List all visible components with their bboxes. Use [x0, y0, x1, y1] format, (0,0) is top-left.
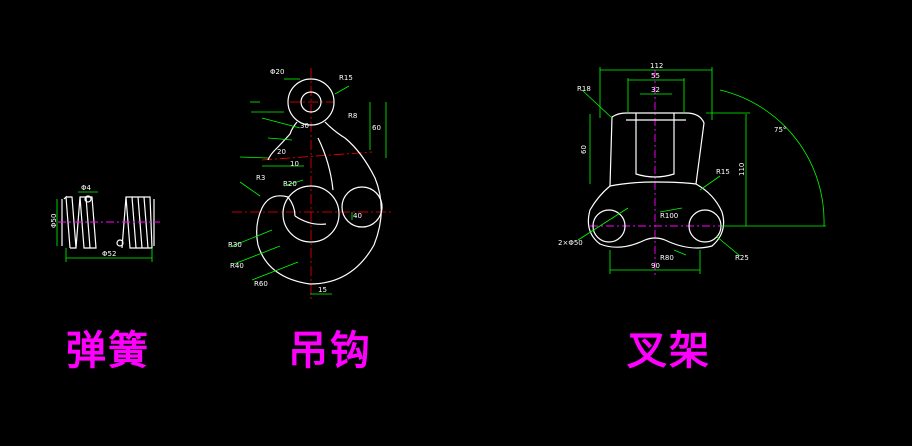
- hook-dim-4: 20: [277, 148, 286, 156]
- hook-dim-0: Φ20: [270, 68, 284, 76]
- fork-dim-90: 90: [651, 262, 660, 270]
- fork-dim-112: 112: [650, 62, 663, 70]
- fork-dim-r18: R18: [577, 85, 591, 93]
- hook-dim-7: R20: [283, 180, 297, 188]
- hook-dimensions: Φ20 R15 30 R8 20 10 R3 R20 R30 R40 R60 6…: [228, 68, 387, 295]
- spring-dim-bottom: Φ52: [102, 250, 116, 258]
- hook-dim-3: R8: [348, 112, 357, 120]
- fork-dim-60: 60: [580, 145, 588, 154]
- spring-caption: 弹簧: [66, 328, 150, 374]
- hook-dim-5: 10: [290, 160, 299, 168]
- fork-dim-r15: R15: [716, 168, 730, 176]
- fork-caption: 叉架: [627, 328, 711, 374]
- spring-dim-top: Φ4: [81, 184, 92, 192]
- fork-dim-r100: R100: [660, 212, 678, 220]
- hook-dim-13: 15: [318, 286, 327, 294]
- hook-dim-9: R40: [230, 262, 244, 270]
- fork-dim-angle: 75°: [774, 126, 786, 134]
- fork-dim-55: 55: [651, 72, 660, 80]
- hook-drawing: Φ20 R15 30 R8 20 10 R3 R20 R30 R40 R60 6…: [228, 68, 392, 374]
- hook-outline: [256, 78, 383, 285]
- hook-dim-12: 40: [353, 212, 362, 220]
- hook-dim-6: R3: [256, 174, 265, 182]
- spring-dim-left: Φ50: [50, 214, 58, 228]
- hook-dim-11: 60: [372, 124, 381, 132]
- hook-caption: 吊钩: [288, 328, 372, 374]
- fork-dim-110: 110: [738, 163, 746, 176]
- fork-outline: [587, 112, 725, 249]
- hook-dim-8: R30: [228, 241, 242, 249]
- fork-dimensions: 112 55 32 60 110 90 R18 R15 R100 R80 R25…: [558, 62, 826, 274]
- fork-dim-r80: R80: [660, 254, 674, 262]
- spring-coils: [61, 195, 155, 249]
- spring-drawing: Φ4 Φ52 Φ50 弹簧: [50, 184, 160, 374]
- spring-dimensions: Φ4 Φ52 Φ50: [50, 184, 153, 262]
- fork-dim-r25: R25: [735, 254, 749, 262]
- hook-dim-10: R60: [254, 280, 268, 288]
- hook-dim-2: 30: [300, 122, 309, 130]
- fork-dim-32: 32: [651, 86, 660, 94]
- fork-drawing: 112 55 32 60 110 90 R18 R15 R100 R80 R25…: [558, 62, 826, 374]
- fork-dim-holes: 2×Φ50: [558, 239, 583, 247]
- hook-dim-1: R15: [339, 74, 353, 82]
